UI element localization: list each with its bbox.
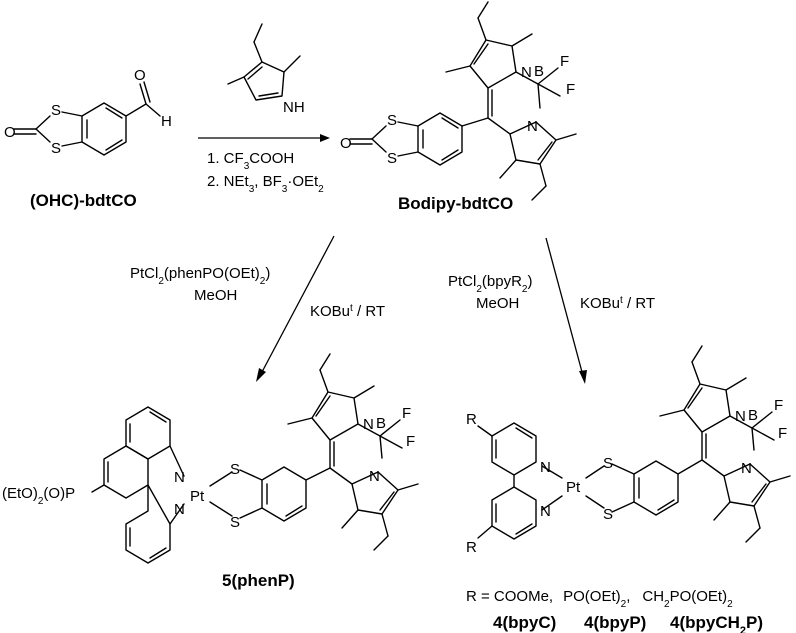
- reaction-arrow-3: [545, 237, 583, 373]
- arrow-head-3: [579, 370, 587, 384]
- atom-NH: NH: [283, 99, 305, 116]
- atom-N: N: [741, 460, 752, 477]
- atom-F: F: [560, 53, 569, 70]
- step2-base: KOBut / RT: [310, 303, 385, 321]
- atom-N: N: [369, 468, 380, 485]
- atom-S: S: [230, 514, 240, 531]
- step1-line2: 2. NEt3, BF3·OEt2: [207, 173, 324, 195]
- step2-solvent: MeOH: [194, 287, 237, 304]
- step3-reagent: PtCl2(bpyR2): [448, 273, 532, 295]
- bodipy-bdtco-structure: N B F F N O S S: [340, 1, 577, 201]
- compound-label-phen: 5(phenP): [222, 571, 295, 590]
- phen-complex-structure: N N Pt S S N B F F N (EtO)2(O)P: [2, 353, 419, 564]
- compound-label-bodipy-bdtco: Bodipy-bdtCO: [398, 194, 513, 213]
- step3-solvent: MeOH: [476, 295, 519, 312]
- pyrrole-reagent-structure: NH: [227, 23, 305, 116]
- atom-O: O: [4, 124, 16, 141]
- atom-N: N: [521, 64, 532, 81]
- atom-N: N: [174, 469, 185, 486]
- atom-Pt: Pt: [190, 488, 205, 505]
- compound-label-bpych2p: 4(bpyCH2P): [670, 613, 763, 633]
- compound-label-ohc-bdtco: (OHC)-bdtCO: [30, 191, 137, 210]
- atom-S: S: [51, 102, 61, 119]
- atom-Pt: Pt: [566, 479, 581, 496]
- atom-O: O: [340, 135, 352, 152]
- atom-S: S: [230, 461, 240, 478]
- atom-F: F: [774, 397, 783, 414]
- atom-N: N: [540, 503, 551, 520]
- atom-F: F: [406, 433, 415, 450]
- atom-S: S: [387, 150, 397, 167]
- ohc-bdtco-structure: O S S H O: [4, 67, 172, 157]
- step2-reagent: PtCl2(phenPO(OEt)2): [130, 265, 270, 287]
- atom-R: R: [466, 539, 477, 556]
- compound-label-bpyc: 4(bpyC): [493, 613, 556, 632]
- arrow-head-1: [320, 134, 330, 142]
- atom-N: N: [527, 118, 538, 135]
- step3-base: KOBut / RT: [580, 295, 655, 313]
- atom-F: F: [566, 81, 575, 98]
- atom-N: N: [540, 459, 551, 476]
- atom-S: S: [51, 140, 61, 157]
- atom-B: B: [376, 415, 386, 432]
- bpy-complex-structure: R R N N Pt S S N B F F N: [466, 345, 791, 556]
- atom-O: O: [134, 67, 146, 84]
- atom-S: S: [387, 112, 397, 129]
- atom-F: F: [778, 425, 787, 442]
- atom-N: N: [363, 416, 374, 433]
- atom-S: S: [603, 506, 613, 523]
- step1-line1: 1. CF3COOH: [207, 150, 294, 172]
- atom-B: B: [748, 407, 758, 424]
- atom-N: N: [735, 408, 746, 425]
- phosphonate-group: (EtO)2(O)P: [2, 485, 75, 507]
- atom-N: N: [174, 501, 185, 518]
- atom-S: S: [603, 455, 613, 472]
- atom-H: H: [161, 113, 172, 130]
- atom-B: B: [534, 63, 544, 80]
- compound-label-bpyp: 4(bpyP): [584, 613, 646, 632]
- reaction-arrow-2: [261, 235, 335, 373]
- r-definitions: R = COOMe,PO(OEt)2,CH2PO(OEt)2: [466, 588, 733, 610]
- atom-F: F: [402, 405, 411, 422]
- arrow-head-2: [256, 368, 266, 382]
- atom-R: R: [466, 411, 477, 428]
